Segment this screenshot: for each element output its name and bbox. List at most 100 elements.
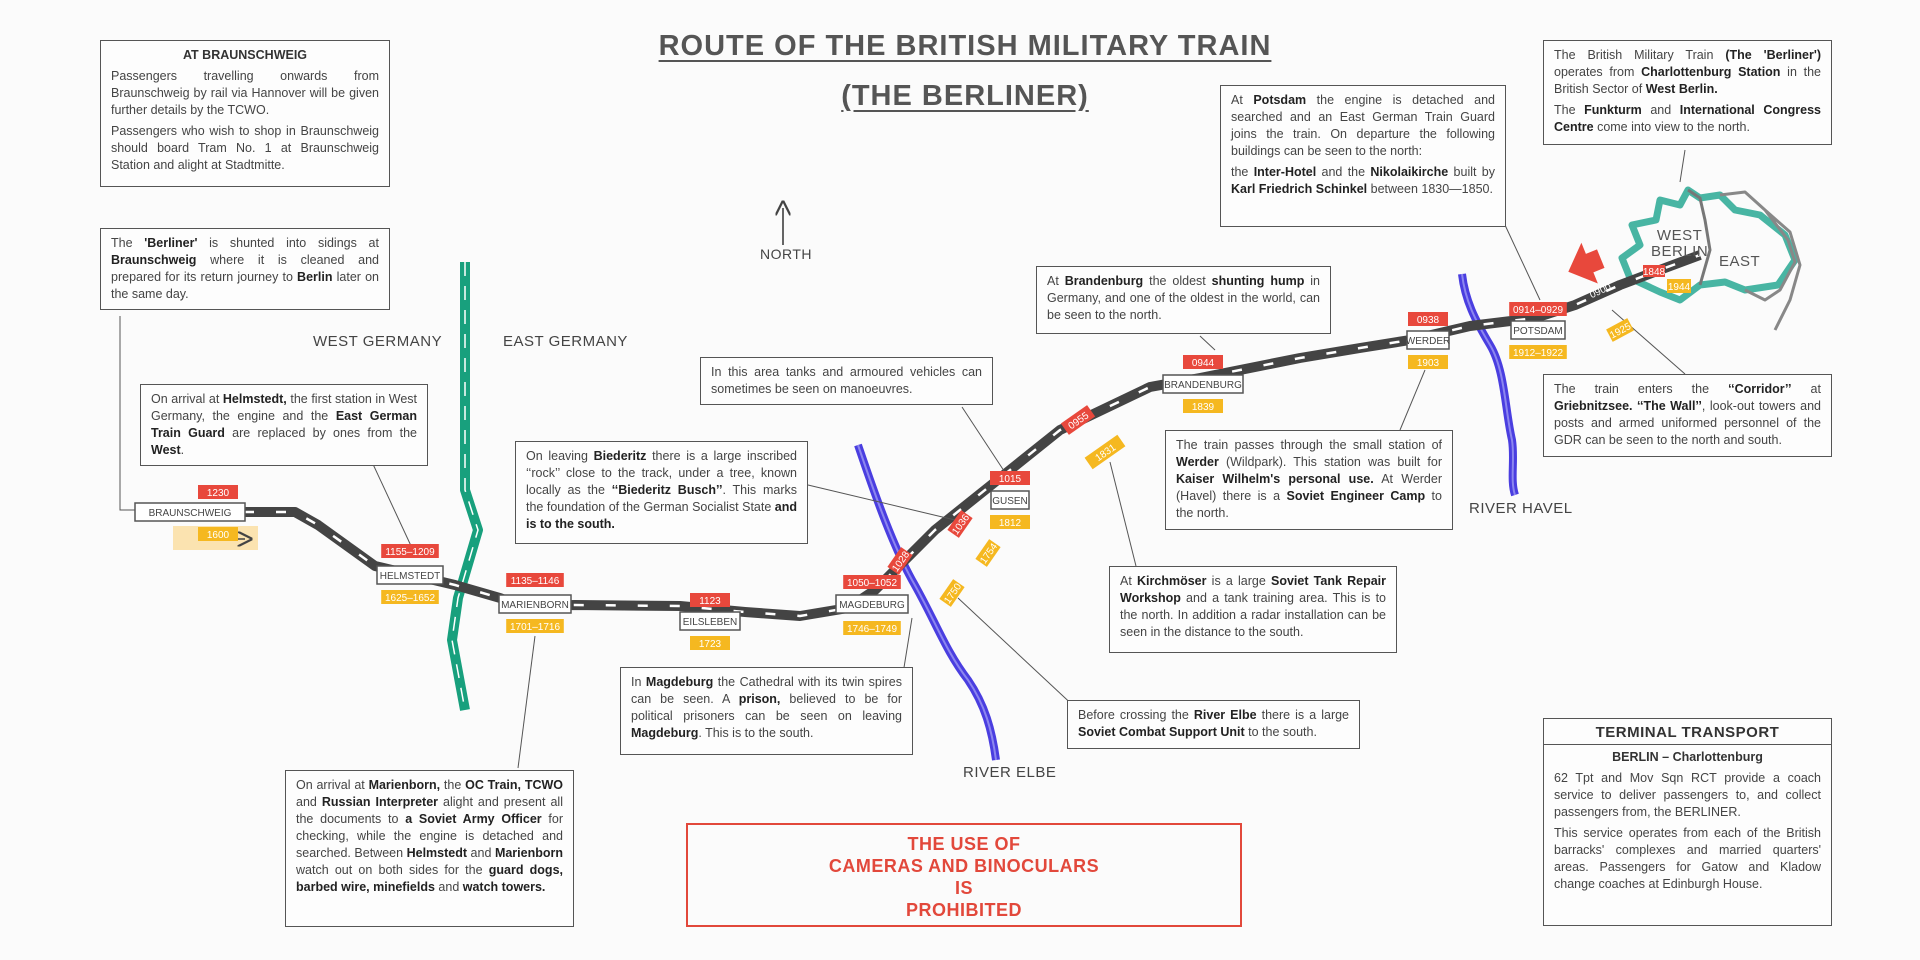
potsdam-p2: the Inter-Hotel and the Nikolaikirche bu…: [1231, 164, 1495, 198]
track-time-1750: [939, 579, 965, 607]
txt: The British Military Train: [1554, 48, 1726, 62]
station-braunschweig: BRAUNSCHWEIG 1230 1600: [134, 485, 246, 541]
txt-b: Charlottenburg Station: [1641, 65, 1781, 79]
track-time-1944: [1667, 279, 1691, 293]
warning-line-2: CAMERAS AND BINOCULARS: [828, 856, 1100, 876]
txt: for checking, while the engine is detach…: [296, 812, 564, 860]
svg-text:WERDER: WERDER: [1406, 336, 1450, 347]
biederitz-box: On leaving Biederitz there is a large in…: [515, 441, 808, 544]
txt-b: Marienborn: [494, 846, 563, 860]
potsdam-box: At Potsdam the engine is detached and se…: [1220, 85, 1506, 227]
track-time-1028: [947, 510, 973, 538]
river-havel-label: RIVER HAVEL: [1469, 500, 1573, 517]
txt: and: [434, 880, 463, 894]
txt-b: West: [151, 443, 181, 457]
txt-b: Karl Friedrich Schinkel: [1231, 182, 1368, 196]
txt-b: Braunschweig: [111, 253, 197, 267]
braunschweig-p1: Passengers travelling onwards from Braun…: [111, 69, 379, 117]
east-germany-label: EAST GERMANY: [503, 333, 628, 350]
svg-text:1050–1052: 1050–1052: [847, 578, 897, 589]
page-title: ROUTE OF THE BRITISH MILITARY TRAIN: [658, 30, 1272, 62]
txt-b: West Berlin.: [1645, 82, 1718, 96]
txt: (Wildpark). This station was built for: [1218, 455, 1442, 469]
txt: At: [1047, 274, 1065, 288]
berliner-p2: The Funkturm and International Congress …: [1554, 102, 1821, 136]
txt: there is a large: [1256, 708, 1350, 722]
txt: to the south.: [1244, 725, 1317, 739]
txt: . This is to the south.: [698, 726, 814, 740]
svg-text:1944: 1944: [1668, 282, 1691, 293]
brandenburg-box: At Brandenburg the oldest shunting hump …: [1036, 266, 1331, 334]
svg-text:1015: 1015: [999, 474, 1022, 485]
txt: alight and present all the documents to: [296, 795, 563, 826]
track-time-1831: [1084, 434, 1126, 470]
track-time-1848: [1643, 265, 1665, 277]
txt: the first station in West Germany, the e…: [151, 392, 417, 423]
txt-b: Soviet Engineer Camp: [1286, 489, 1426, 503]
txt: between 1830—1850.: [1367, 182, 1493, 196]
txt-b: a Soviet Army Officer: [405, 812, 542, 826]
txt: The: [1554, 103, 1585, 117]
txt: and: [1641, 103, 1680, 117]
txt: The: [111, 236, 145, 250]
svg-text:BRANDENBURG: BRANDENBURG: [1164, 380, 1242, 391]
txt-b: Soviet Combat Support Unit: [1078, 725, 1245, 739]
txt-b: Helmstedt: [406, 846, 468, 860]
braunschweig-p2: Passengers who wish to shop in Braunschw…: [111, 124, 379, 172]
txt-b: prison,: [738, 692, 781, 706]
txt-b: Magdeburg: [645, 675, 714, 689]
north-label: NORTH: [760, 246, 813, 262]
txt-b: Inter-Hotel: [1253, 165, 1317, 179]
svg-text:EILSLEBEN: EILSLEBEN: [683, 617, 737, 628]
txt: The train enters the: [1554, 382, 1729, 396]
svg-text:BRAUNSCHWEIG: BRAUNSCHWEIG: [149, 508, 232, 519]
txt-b: ‘‘Corridor’’: [1728, 382, 1792, 396]
warning-line-4: PROHIBITED: [905, 900, 1022, 920]
txt: come into view to the north.: [1593, 120, 1750, 134]
txt: built by: [1448, 165, 1495, 179]
west-berlin-label: WEST BERLIN: [1651, 228, 1708, 260]
svg-text:0938: 0938: [1417, 315, 1440, 326]
leader-lines: [119, 149, 1686, 769]
svg-text:1812: 1812: [999, 518, 1022, 529]
svg-text:HELMSTEDT: HELMSTEDT: [380, 571, 441, 582]
txt: and: [467, 846, 495, 860]
svg-text:1230: 1230: [207, 488, 230, 499]
warning-line-3: IS: [954, 878, 973, 898]
svg-text:1848: 1848: [1643, 267, 1666, 278]
potsdam-p1: At Potsdam the engine is detached and se…: [1231, 92, 1495, 160]
txt-b: Kirchmöser: [1137, 574, 1207, 588]
helmstedt-box: On arrival at Helmstedt, the first stati…: [140, 384, 428, 466]
txt: watch out on both sides for the: [296, 863, 489, 877]
txt: On arrival at: [151, 392, 223, 406]
txt-b: Marienborn,: [368, 778, 441, 792]
berlin-map: [1618, 186, 1802, 331]
track-time-1036: [887, 547, 913, 575]
svg-text:1135–1146: 1135–1146: [511, 576, 560, 587]
txt-b: Griebnitzsee. ‘‘The Wall’’: [1554, 399, 1702, 413]
svg-text:0914–0929: 0914–0929: [1513, 305, 1563, 316]
elbe-box: Before crossing the River Elbe there is …: [1067, 700, 1360, 749]
terminal-p1: 62 Tpt and Mov Sqn RCT provide a coach s…: [1554, 771, 1821, 819]
txt-b: Brandenburg: [1064, 274, 1144, 288]
corridor-box: The train enters the ‘‘Corridor’’ at Gri…: [1543, 374, 1832, 457]
txt: is shunted into sidings at: [197, 236, 379, 250]
txt: and: [296, 795, 322, 809]
txt: At Werder (Havel) there is a: [1176, 472, 1442, 503]
txt-b: Kaiser Wilhelm's personal use.: [1176, 472, 1374, 486]
tanks-box: In this area tanks and armoured vehicles…: [700, 357, 993, 405]
west-berlin-label-2: BERLIN: [1651, 243, 1709, 260]
terminal-heading: TERMINAL TRANSPORT: [1544, 719, 1831, 745]
svg-text:1723: 1723: [699, 639, 722, 650]
svg-text:1600: 1600: [207, 530, 230, 541]
terminal-body: BERLIN – Charlottenburg 62 Tpt and Mov S…: [1544, 745, 1831, 901]
txt: later on the same day.: [111, 270, 379, 301]
txt: in the British Sector of: [1554, 65, 1821, 96]
svg-text:1123: 1123: [699, 596, 721, 607]
svg-text:POTSDAM: POTSDAM: [1513, 326, 1562, 337]
txt: and the: [1316, 165, 1371, 179]
